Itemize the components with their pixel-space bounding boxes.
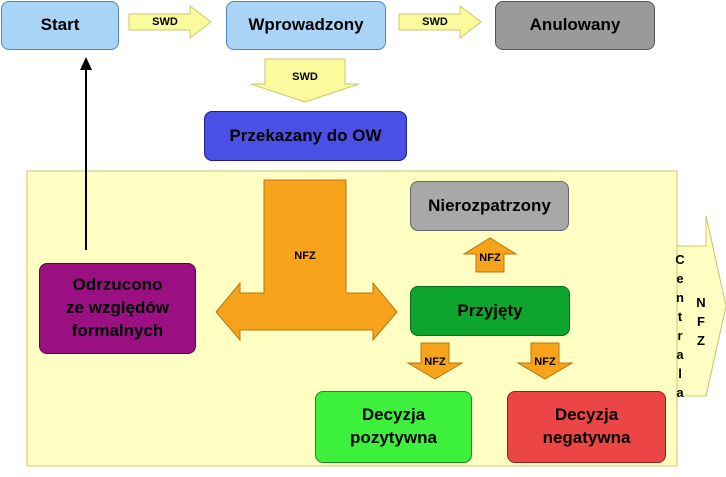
centrala-nfz-arrow [676,215,726,397]
swd-label-2: SWD [422,16,448,28]
node-nierozpatrzony[interactable]: Nierozpatrzony [410,181,569,231]
nfz-up-arrow [462,237,518,273]
node-wprowadzony[interactable]: Wprowadzony [226,1,386,50]
node-decyzja-pozytywna[interactable]: Decyzja pozytywna [315,391,472,463]
swd-label-3: SWD [292,71,318,83]
node-odrzucono[interactable]: Odrzucono ze względów formalnych [39,263,196,354]
swd-arrow-1 [128,4,212,40]
nfz-down-right-arrow [516,342,574,380]
nfz-down-left-label: NFZ [424,356,446,368]
return-arrow-head [80,57,92,70]
swd-label-1: SWD [152,16,178,28]
node-przyjety[interactable]: Przyjęty [410,286,570,336]
nfz-up-label: NFZ [479,252,501,264]
swd-arrow-2 [398,4,482,40]
nfz-big-arrow [215,179,398,342]
nfz-down-left-arrow [406,342,464,380]
node-anulowany[interactable]: Anulowany [495,1,655,50]
nfz-down-right-label: NFZ [534,356,556,368]
node-przekazany[interactable]: Przekazany do OW [204,111,407,161]
centrala-label: C e n t r a l a [675,252,685,400]
node-decyzja-negatywna[interactable]: Decyzja negatywna [507,391,666,463]
nfz-big-label: NFZ [294,250,316,262]
node-start[interactable]: Start [1,1,119,50]
swd-arrow-3 [250,58,360,103]
nfz-side-label: N F Z [696,295,706,348]
